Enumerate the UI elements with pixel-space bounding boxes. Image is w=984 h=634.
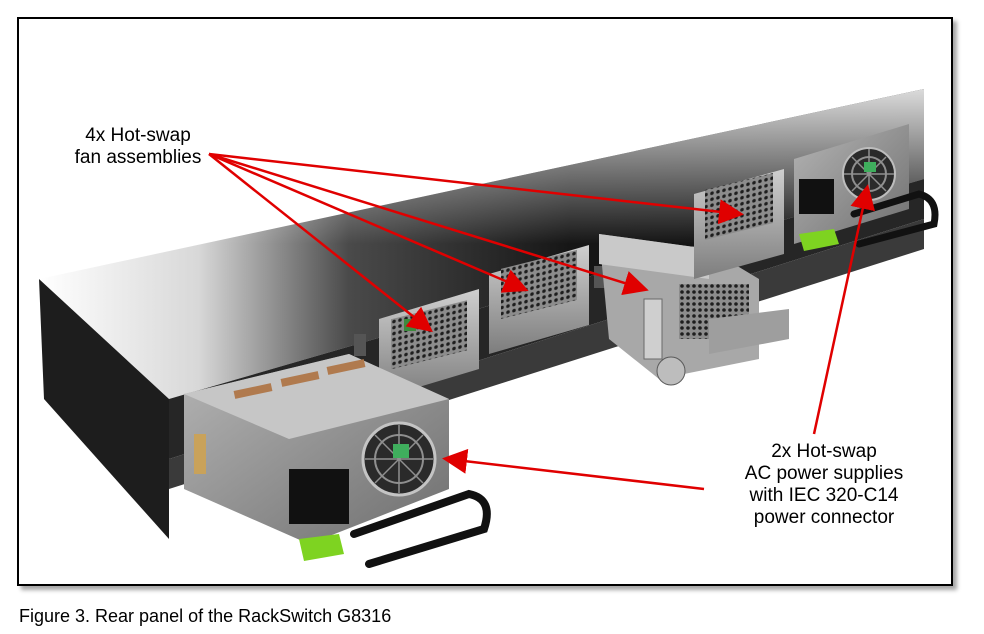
latch-icon <box>799 229 839 251</box>
arrow-psu-2 <box>812 184 875 435</box>
psu-callout-line-2: AC power supplies <box>744 463 904 484</box>
figure-frame: 4x Hot-swap fan assemblies 2x Hot-swap A… <box>17 17 953 586</box>
chassis-side <box>39 279 169 539</box>
fan-assembly-3-ejected <box>599 234 789 386</box>
handle-icon <box>350 489 491 568</box>
psu-callout-line-3: with IEC 320-C14 <box>749 485 899 506</box>
fan-icon <box>361 421 437 497</box>
fan-callout-line-1: 4x Hot-swap <box>85 125 191 146</box>
power-connector-icon <box>799 179 834 214</box>
power-connector-icon <box>289 469 349 524</box>
fan-assemblies-callout: 4x Hot-swap fan assemblies <box>43 125 233 169</box>
arrow-fan-3 <box>208 152 649 296</box>
power-supply-1 <box>184 354 491 568</box>
figure-caption: Figure 3. Rear panel of the RackSwitch G… <box>19 606 392 626</box>
callout-arrows <box>208 152 875 491</box>
psu-callout-line-1: 2x Hot-swap <box>771 441 877 462</box>
latch-icon <box>299 534 344 561</box>
handle-icon <box>850 190 939 248</box>
rackswitch-illustration <box>39 89 939 568</box>
fan-icon <box>842 147 896 201</box>
fan-callout-line-2: fan assemblies <box>74 147 202 168</box>
chassis-top <box>39 89 924 399</box>
power-supply-2 <box>794 124 939 251</box>
psu-callout-line-4: power connector <box>753 507 895 528</box>
arrow-fan-4 <box>208 152 744 225</box>
arrow-psu-1 <box>442 448 705 491</box>
arrow-fan-2 <box>208 152 529 293</box>
arrow-fan-1 <box>208 153 433 333</box>
power-supplies-callout: 2x Hot-swap AC power supplies with IEC 3… <box>709 441 939 529</box>
